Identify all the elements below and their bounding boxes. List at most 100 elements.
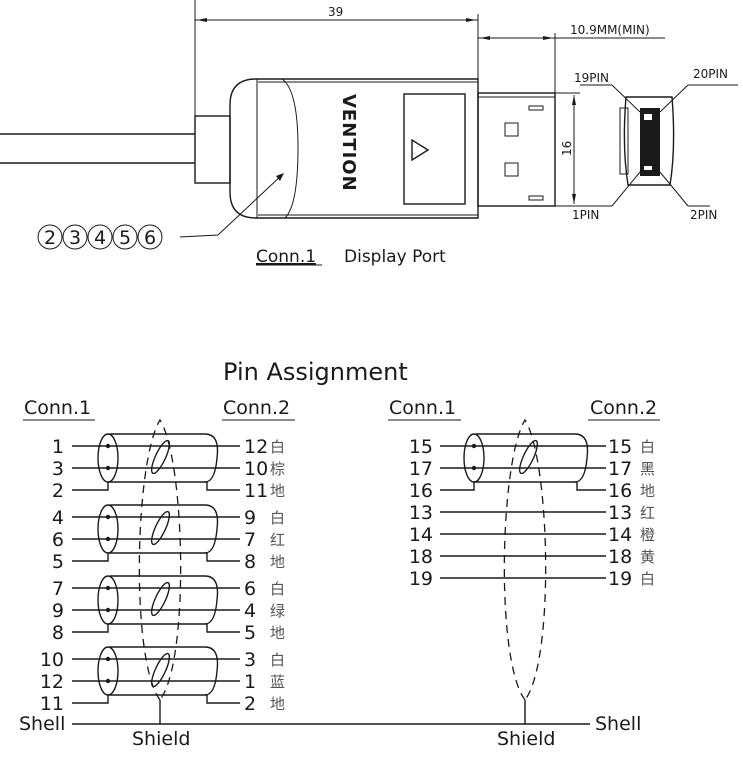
wire-color: 白 [640,570,655,588]
conn1-pin: 5 [52,551,64,573]
pin-label-1: 1PIN [572,208,599,222]
conn1-pin: 17 [409,458,433,480]
drain-wire [72,553,109,562]
pin-label-19: 19PIN [574,71,609,85]
drain-wire [440,482,475,491]
wire-color: 地 [270,695,285,713]
conn1-pin: 14 [409,524,433,546]
cylinder-end [97,575,119,625]
conn1-pin: 11 [40,693,64,715]
callout-number: 6 [144,227,156,249]
pin-label-20: 20PIN [693,67,728,81]
strain-relief [194,115,231,184]
callout-number: 5 [119,227,131,249]
conn1-pin: 2 [52,480,64,502]
shell-label-left: Shell [19,713,65,735]
arrowhead [197,18,207,22]
callout-leader [179,173,284,238]
drain-wire [206,695,240,704]
callout-circle [112,224,138,250]
cylinder-end [97,504,119,554]
wire-color: 地 [270,482,285,500]
conn2-pin: 18 [608,546,632,568]
shield-cylinder [476,433,589,483]
port-end-view [570,84,738,207]
conn1-pin: 4 [52,507,64,529]
body-inner-line [258,81,478,216]
conn2-pin: 19 [608,568,632,590]
drain-wire [206,482,240,491]
right-conn2-header: Conn.2 [590,397,657,419]
caption-title: Display Port [344,247,446,267]
caption-conn: Conn.1 [256,247,316,267]
shield-label-left: Shield [132,728,190,750]
arrowhead [572,194,576,204]
conn1-pin: 12 [40,671,64,693]
wire-color: 地 [270,553,285,571]
arrowhead [543,36,553,40]
conn1-pin: 6 [52,529,64,551]
arrowhead [480,36,490,40]
wire-node [105,465,111,471]
plug-hole-1 [504,122,519,137]
callout-circle [137,224,163,250]
conn2-pin: 13 [608,502,632,524]
drain-wire [72,695,109,704]
cylinder-end [463,433,485,483]
callout-number: 4 [94,227,106,249]
shield-cylinder [110,646,219,696]
conn1-pin: 9 [52,600,64,622]
conn2-pin: 4 [244,600,256,622]
left-conn1-header: Conn.1 [24,397,91,419]
drain-wire [72,624,109,633]
drain-wire [206,553,240,562]
conn2-pin: 5 [244,622,256,644]
shield-label-right: Shield [497,728,555,750]
wire-node [471,465,477,471]
wire-node [105,678,111,684]
left-conn2-header: Conn.2 [223,397,290,419]
shield-loop-right [503,418,547,701]
twist-mark [150,581,171,617]
shield-loop-left [138,418,182,701]
drain-wire [206,624,240,633]
logo-window [403,93,466,205]
conn2-pin: 2 [244,693,256,715]
wire-node [105,585,111,591]
conn2-pin: 15 [608,436,632,458]
conn1-pin: 8 [52,622,64,644]
connector-body [229,78,479,219]
shield-cylinder [110,433,219,483]
wire-color: 黄 [640,548,655,566]
wire-node [471,443,477,449]
callout-circle [37,224,63,250]
conn1-pin: 7 [52,578,64,600]
callout-circle [62,224,88,250]
wire-color: 白 [640,438,655,456]
wire-color: 蓝 [270,673,285,691]
wire-node [105,443,111,449]
drain-wire [72,482,109,491]
right-conn1-header: Conn.1 [389,397,456,419]
conn2-pin: 10 [244,458,268,480]
wire-color: 黑 [640,460,655,478]
conn2-pin: 7 [244,529,256,551]
wire-color: 红 [270,531,285,549]
wire-color: 地 [640,482,655,500]
conn1-pin: 3 [52,458,64,480]
grip-outline [281,78,299,219]
conn1-pin: 15 [409,436,433,458]
conn2-pin: 14 [608,524,632,546]
conn1-pin: 13 [409,502,433,524]
conn1-pin: 1 [52,436,64,458]
conn2-pin: 16 [608,480,632,502]
wire-color: 绿 [270,602,285,620]
conn1-pin: 19 [409,568,433,590]
brand-label: VENTION [338,94,359,192]
plug-slot-bottom [528,195,544,201]
plug-slot-top [528,105,544,111]
drain-wire [576,482,606,491]
